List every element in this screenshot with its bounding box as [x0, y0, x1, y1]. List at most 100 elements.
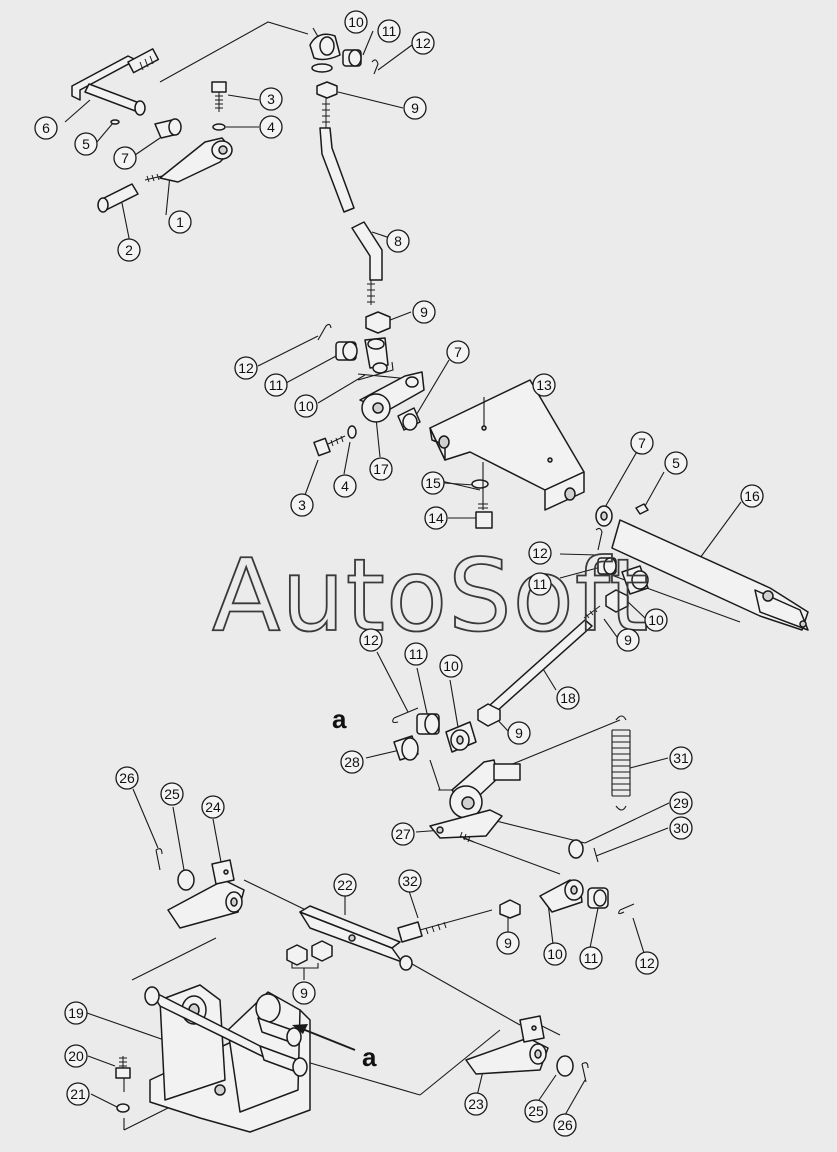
- callout-4: 4: [333, 474, 357, 498]
- svg-text:31: 31: [673, 750, 689, 766]
- callout-18: 18: [556, 686, 580, 710]
- part-30-cotter: [593, 847, 599, 863]
- svg-text:30: 30: [673, 820, 689, 836]
- svg-text:14: 14: [428, 510, 444, 526]
- svg-text:4: 4: [341, 478, 349, 494]
- callout-11: 11: [377, 19, 401, 43]
- callout-10: 10: [644, 608, 668, 632]
- svg-text:12: 12: [532, 545, 548, 561]
- watermark-text: AutoSoft: [212, 537, 650, 654]
- part-14-bolt: [475, 462, 493, 529]
- part-25-washer-left: [177, 869, 195, 891]
- svg-text:16: 16: [744, 488, 760, 504]
- svg-text:4: 4: [267, 119, 275, 135]
- svg-text:15: 15: [425, 475, 441, 491]
- part-9-nut-right: [605, 589, 629, 613]
- svg-text:7: 7: [638, 435, 646, 451]
- callout-32: 32: [398, 869, 422, 893]
- svg-text:9: 9: [300, 985, 308, 1001]
- svg-text:5: 5: [82, 136, 90, 152]
- part-31-spring: [611, 715, 631, 811]
- svg-text:11: 11: [409, 646, 424, 662]
- callout-22: 22: [333, 873, 357, 897]
- callout-9: 9: [616, 628, 640, 652]
- svg-text:26: 26: [557, 1117, 573, 1133]
- callout-2: 2: [117, 238, 141, 262]
- callout-12: 12: [234, 356, 258, 380]
- callout-11: 11: [404, 642, 428, 666]
- callout-5: 5: [664, 451, 688, 475]
- part-5-pin: [110, 119, 120, 125]
- callout-9: 9: [403, 96, 427, 120]
- part-20-bolt: [115, 1056, 131, 1092]
- part-21-washer: [116, 1103, 130, 1113]
- callout-10: 10: [439, 654, 463, 678]
- callout-4: 4: [259, 115, 283, 139]
- part-25-washer-right: [556, 1055, 574, 1077]
- part-11-nut-right: [597, 557, 617, 575]
- part-10-rod-end: [309, 33, 341, 73]
- part-3-bolt: [211, 81, 227, 112]
- part-32-bolt: [397, 879, 609, 943]
- part-29-washer: [568, 839, 584, 859]
- part-6-bracket: [71, 48, 160, 116]
- callout-23: 23: [464, 1092, 488, 1116]
- part-12-cotter-far: [618, 903, 635, 915]
- part-11-nut: [342, 49, 362, 67]
- callout-7: 7: [630, 431, 654, 455]
- part-24-lever: [167, 859, 245, 929]
- callout-25: 25: [160, 782, 184, 806]
- svg-text:7: 7: [454, 344, 462, 360]
- svg-text:18: 18: [560, 690, 576, 706]
- svg-text:3: 3: [267, 91, 275, 107]
- part-26-cotter-left: [155, 848, 163, 871]
- part-4-washer: [212, 123, 226, 131]
- svg-text:12: 12: [238, 360, 254, 376]
- part-15-washer: [471, 479, 489, 489]
- callout-10: 10: [344, 10, 368, 34]
- svg-text:10: 10: [443, 658, 459, 674]
- svg-text:21: 21: [70, 1086, 86, 1102]
- svg-text:19: 19: [68, 1005, 84, 1021]
- part-19-base: [144, 984, 311, 1133]
- svg-text:3: 3: [298, 497, 306, 513]
- svg-text:23: 23: [468, 1096, 484, 1112]
- callout-3: 3: [259, 87, 283, 111]
- part-11-nut-mid: [335, 341, 358, 361]
- part-9-nut: [316, 81, 338, 99]
- part-9-nut-pair-b: [311, 940, 333, 962]
- svg-text:24: 24: [205, 799, 221, 815]
- svg-text:17: 17: [373, 461, 389, 477]
- svg-text:5: 5: [672, 455, 680, 471]
- svg-text:9: 9: [420, 304, 428, 320]
- svg-text:25: 25: [528, 1103, 544, 1119]
- callout-12: 12: [528, 541, 552, 565]
- callout-9: 9: [412, 300, 436, 324]
- callout-11: 11: [579, 946, 603, 970]
- callout-11: 11: [528, 572, 552, 596]
- part-11-nut-lower: [416, 713, 440, 735]
- svg-text:32: 32: [402, 873, 418, 889]
- part-9-nut-mid: [365, 311, 391, 334]
- svg-text:22: 22: [337, 877, 353, 893]
- callout-29: 29: [669, 791, 693, 815]
- svg-text:9: 9: [515, 725, 523, 741]
- callout-13: 13: [532, 373, 556, 397]
- svg-text:28: 28: [344, 754, 360, 770]
- svg-text:10: 10: [648, 612, 664, 628]
- callout-6: 6: [34, 116, 58, 140]
- svg-text:20: 20: [68, 1048, 84, 1064]
- svg-text:10: 10: [298, 398, 314, 414]
- callout-7: 7: [446, 340, 470, 364]
- part-3-bolt-mid: [313, 435, 346, 457]
- callout-1: 1: [168, 210, 192, 234]
- svg-text:12: 12: [415, 35, 431, 51]
- svg-text:10: 10: [547, 946, 563, 962]
- svg-text:11: 11: [382, 23, 397, 39]
- part-12-cotter-right: [595, 527, 603, 551]
- part-12-cotter-lower: [392, 707, 419, 724]
- annotation-a-lower: a: [362, 1042, 377, 1072]
- callout-10: 10: [294, 394, 318, 418]
- svg-text:12: 12: [639, 955, 655, 971]
- svg-text:1: 1: [176, 214, 184, 230]
